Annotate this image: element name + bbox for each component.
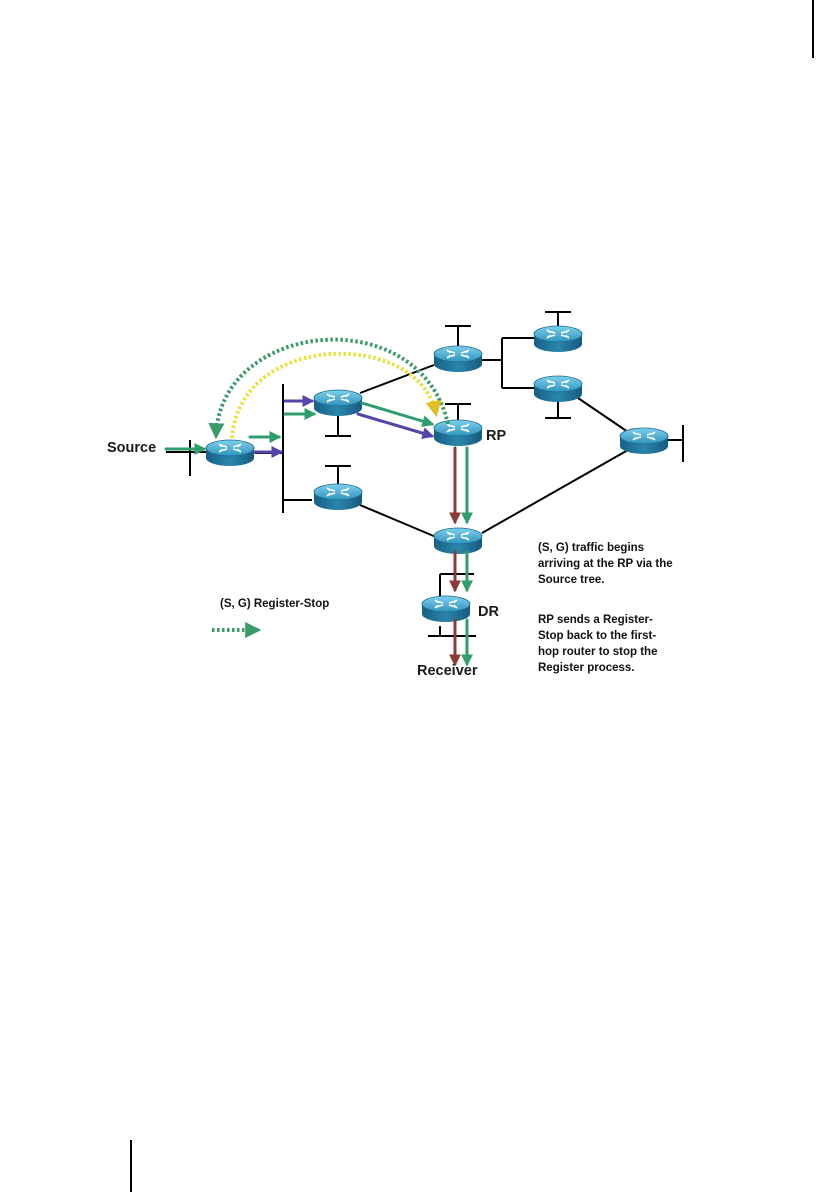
explanatory-notes: (S, G) traffic begins arriving at the RP…: [538, 542, 673, 674]
link-r6-r7: [578, 398, 628, 432]
register-stop-arcs: [216, 340, 448, 438]
link-r3-r8: [360, 505, 436, 537]
router-first-hop-icon: [206, 440, 254, 466]
legend-register-stop-label: (S, G) Register-Stop: [220, 598, 329, 610]
router-dr-icon: [422, 596, 470, 622]
lan-stubs: [166, 312, 683, 636]
traffic-arrows: [166, 401, 467, 664]
rp-label: RP: [486, 428, 506, 444]
note-traffic-line-1: (S, G) traffic begins: [538, 542, 644, 554]
router-middle-icon: [434, 528, 482, 554]
router-rp-icon: [434, 420, 482, 446]
legend: (S, G) Register-Stop: [212, 598, 329, 630]
note-register-stop-line-1: RP sends a Register-: [538, 614, 653, 626]
router-right-icon: [620, 428, 668, 454]
note-register-stop-line-4: Register process.: [538, 662, 635, 674]
note-traffic-line-2: arriving at the RP via the: [538, 558, 673, 570]
router-top-center-icon: [434, 346, 482, 372]
register-arrow-r2-rp: [358, 414, 432, 436]
note-traffic-line-3: Source tree.: [538, 574, 604, 586]
link-r7-r8: [482, 450, 628, 533]
note-register-stop-line-3: hop router to stop the: [538, 646, 657, 658]
receiver-label: Receiver: [417, 663, 478, 679]
router-top-right-2-icon: [534, 376, 582, 402]
router-top-right-1-icon: [534, 326, 582, 352]
note-register-stop-line-2: Stop back to the first-: [538, 630, 656, 642]
register-stop-arc-outer: [216, 340, 448, 436]
router-upper-left-icon: [314, 390, 362, 416]
source-tree-arrow-r2-rp: [362, 403, 432, 424]
router-lower-left-icon: [314, 484, 362, 510]
dr-label: DR: [478, 604, 499, 620]
source-label: Source: [107, 440, 156, 456]
node-labels: Source RP DR Receiver: [107, 428, 506, 679]
